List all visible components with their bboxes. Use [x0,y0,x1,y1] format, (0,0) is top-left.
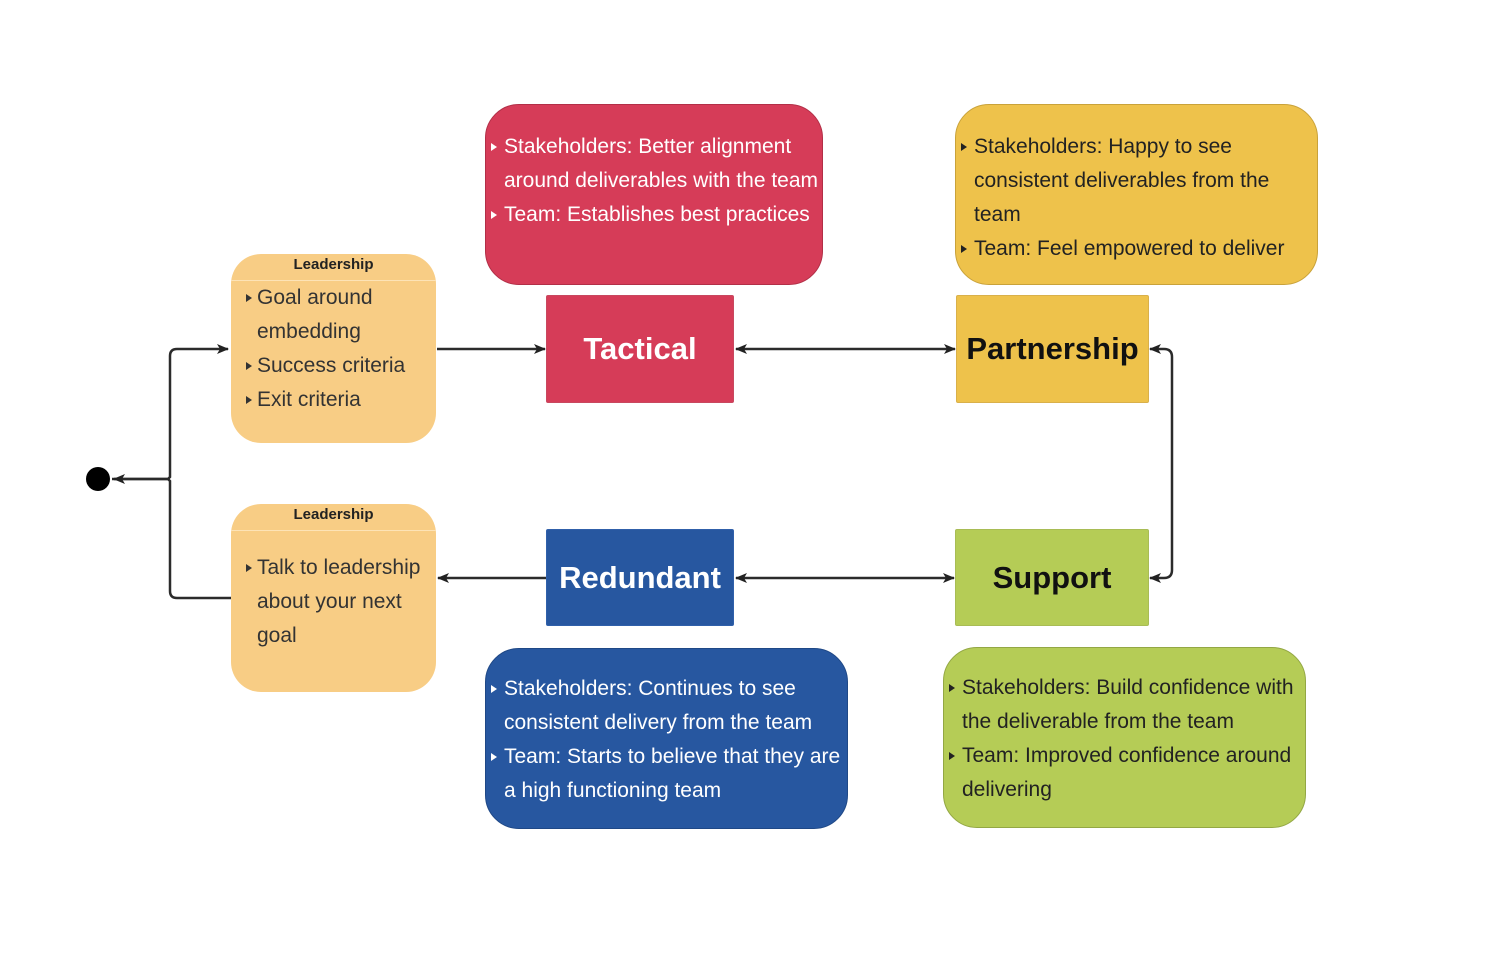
redundant-note-item: Stakeholders: Continues to see consisten… [490,672,847,740]
redundant-note-item: Team: Starts to believe that they are a … [490,740,847,808]
tactical-note-item: Stakeholders: Better alignment around de… [490,130,822,198]
state-partnership-label: Partnership [966,331,1139,366]
state-support-label: Support [992,559,1112,595]
leadership-bottom-to-start-connector [113,474,232,600]
leadership-item: Exit criteria [245,383,430,417]
leadership-item: Success criteria [245,349,430,383]
leadership-item: Goal around embedding [245,281,430,349]
tactical-note: Stakeholders: Better alignment around de… [485,104,823,285]
support-note: Stakeholders: Build confidence with the … [943,647,1306,828]
tactical-note-item: Team: Establishes best practices [490,198,822,232]
leadership-box-bottom[interactable]: Leadership Talk to leadership about your… [231,504,436,692]
support-note-item: Team: Improved confidence around deliver… [948,739,1305,807]
leadership-item: Talk to leadership about your next goal [245,551,430,653]
start-node [86,467,110,491]
partnership-note-item: Team: Feel empowered to deliver [960,232,1317,266]
state-support[interactable]: Support [955,529,1149,626]
leadership-title: Leadership [231,254,436,281]
support-note-item: Stakeholders: Build confidence with the … [948,671,1305,739]
leadership-title: Leadership [231,504,436,531]
state-redundant-label: Redundant [559,559,721,595]
state-redundant[interactable]: Redundant [546,529,734,626]
partnership-support-connector [1149,344,1174,583]
state-partnership[interactable]: Partnership [956,295,1149,403]
partnership-note: Stakeholders: Happy to see consistent de… [955,104,1318,285]
redundant-note: Stakeholders: Continues to see consisten… [485,648,848,829]
state-tactical-label: Tactical [583,331,697,366]
state-tactical[interactable]: Tactical [546,295,734,403]
start-to-leadership-top-connector [112,344,229,481]
partnership-note-item: Stakeholders: Happy to see consistent de… [960,130,1317,232]
leadership-box-top[interactable]: Leadership Goal around embedding Success… [231,254,436,443]
